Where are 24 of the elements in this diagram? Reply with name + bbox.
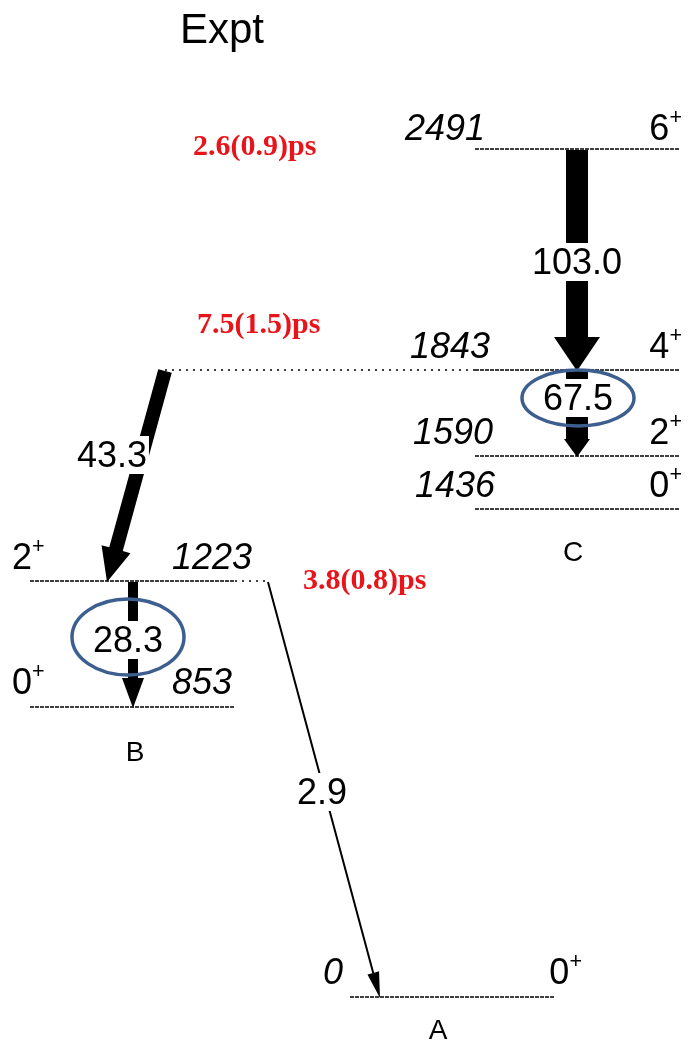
band-label: A xyxy=(428,1015,448,1043)
spin-parity: 2$^{+}$ xyxy=(12,537,45,577)
edge-label: 2.9 xyxy=(295,773,349,811)
title: Expt xyxy=(180,6,265,52)
edge-label: 43.3 xyxy=(74,436,150,474)
energy-value: 1223 xyxy=(172,537,253,577)
lifetime-label: 3.8(0.8)ps xyxy=(303,562,427,596)
spin-parity: 2$^{+}$ xyxy=(649,412,682,452)
spin-parity: 4$^{+}$ xyxy=(649,326,682,366)
spin-parity: 0$^{+}$ xyxy=(12,662,45,702)
lifetime-label: 2.6(0.9)ps xyxy=(193,128,317,162)
band-label: C xyxy=(562,537,584,567)
spin-parity: 0$^{+}$ xyxy=(649,465,682,505)
energy-value: 1590 xyxy=(413,412,494,452)
energy-value: 0 xyxy=(323,952,344,992)
energy-value: 2491 xyxy=(405,108,486,148)
spin-parity: 0$^{+}$ xyxy=(549,952,582,992)
band-label: B xyxy=(125,737,145,767)
spin-parity: 6$^{+}$ xyxy=(649,108,682,148)
arrow xyxy=(267,581,380,998)
lifetime-label: 7.5(1.5)ps xyxy=(197,306,321,340)
energy-value: 1436 xyxy=(415,465,496,505)
energy-value: 1843 xyxy=(410,326,491,366)
energy-value: 853 xyxy=(172,662,233,702)
